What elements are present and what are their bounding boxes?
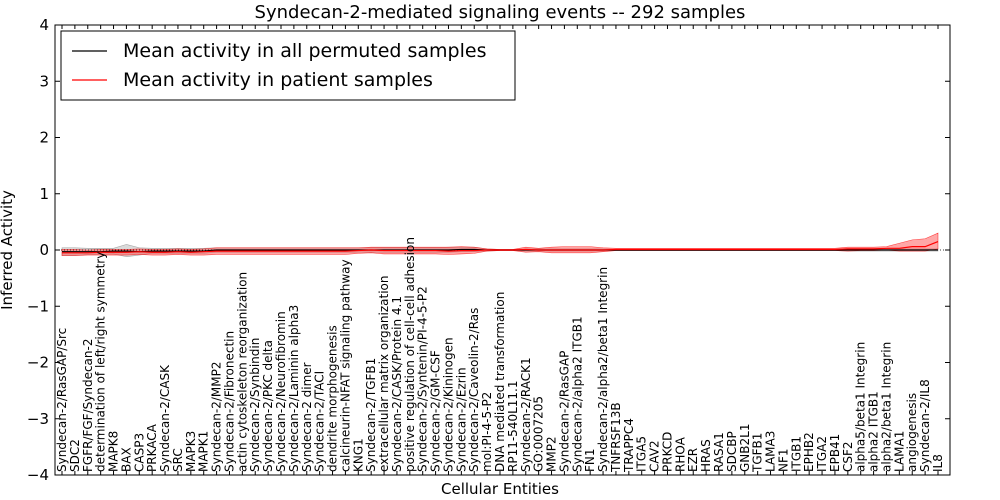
x-tick-label: Syndecan-2/Fibronectin <box>222 331 236 472</box>
x-tick-label: NF1 <box>776 448 790 472</box>
x-tick-label: KNG1 <box>351 438 365 472</box>
x-tick-label: MMP2 <box>545 436 559 472</box>
plot-frame <box>54 24 951 476</box>
y-tick-label: 0 <box>39 241 49 259</box>
x-tick-label: EPHB2 <box>802 432 816 472</box>
x-tick-label: Syndecan-2/alpha2 ITGB1 <box>570 316 584 472</box>
x-tick-label: Syndecan-2/RasGAP <box>557 351 571 472</box>
x-tick-label: alpha2/beta1 Integrin <box>879 342 893 472</box>
x-tick-label: Syndecan-2/Ezrin <box>454 367 468 472</box>
x-tick-label: PRKACA <box>145 423 159 472</box>
x-tick-label: SRC <box>171 448 185 472</box>
x-tick-label: Syndecan-2/Kininogen <box>441 337 455 472</box>
x-tick-label: TRAPPC4 <box>622 418 636 473</box>
x-axis-label: Cellular Entities <box>441 480 559 498</box>
x-tick-label: EZR <box>686 448 700 472</box>
x-tick-label: MAPK3 <box>184 431 198 472</box>
x-tick-label: BAX <box>119 447 133 472</box>
y-tick-label: −4 <box>27 466 49 484</box>
x-tick-label: positive regulation of cell-cell adhesio… <box>403 237 417 472</box>
x-tick-label: LAMA3 <box>764 431 778 472</box>
x-tick-label: Syndecan-2/GM-CSF <box>429 350 443 472</box>
x-tick-label: extracellular matrix organization <box>377 276 391 473</box>
x-tick-label: alpha5/beta1 Integrin <box>854 342 868 472</box>
y-axis-ticks: −4 −3 −2 −1 0 1 2 3 4 <box>27 16 950 484</box>
x-tick-label: IL8 <box>931 454 945 472</box>
series-lines <box>55 241 950 254</box>
y-tick-label: 1 <box>39 185 49 203</box>
series-line-patient <box>62 241 939 254</box>
x-tick-label: Syndecan-2/MMP2 <box>210 362 224 472</box>
x-tick-label: SDCBP <box>725 431 739 472</box>
y-tick-label: 2 <box>39 129 49 147</box>
x-tick-label: CSF2 <box>841 441 855 472</box>
x-tick-label: RP11-540L11.1 <box>506 381 520 472</box>
x-tick-label: SDC2 <box>68 439 82 472</box>
x-tick-label: MAPK8 <box>107 431 121 472</box>
x-tick-label: dendrite morphogenesis <box>326 325 340 472</box>
legend-box <box>60 30 516 101</box>
x-axis-ticks: Syndecan-2/RasGAP/SrcSDC2FGFR/FGF/Syndec… <box>55 25 945 475</box>
x-tick-label: HRAS <box>699 439 713 472</box>
x-tick-label: actin cytoskeleton reorganization <box>235 272 249 472</box>
x-tick-label: Syndecan-2/CASK <box>158 364 172 472</box>
x-tick-label: GNB2L1 <box>738 424 752 472</box>
x-tick-label: LAMA1 <box>892 431 906 472</box>
x-tick-label: Syndecan-2/alpha2/beta1 Integrin <box>596 267 610 472</box>
y-tick-label: 4 <box>39 16 49 34</box>
x-tick-label: Syndecan-2/IL8 <box>918 379 932 472</box>
y-tick-label: −2 <box>27 354 49 372</box>
x-tick-label: ITGA5 <box>635 436 649 472</box>
x-tick-label: DNA mediated transformation <box>493 292 507 472</box>
x-tick-label: Syndecan-2/Syntenin/PI-4-5-P2 <box>416 286 430 472</box>
x-tick-label: Syndecan-2/Caveolin-2/Ras <box>467 308 481 472</box>
x-tick-label: mol:PI-4-5-P2 <box>480 392 494 472</box>
x-tick-label: determination of left/right symmetry <box>94 252 108 472</box>
x-tick-label: Syndecan-2/TACI <box>313 371 327 472</box>
chart-title: Syndecan-2-mediated signaling events -- … <box>255 2 746 23</box>
x-tick-label: Syndecan-2/RasGAP/Src <box>55 328 69 472</box>
x-tick-label: FGFR/FGF/Syndecan-2 <box>81 339 95 472</box>
x-tick-label: Syndecan-2/CASK/Protein 4.1 <box>390 296 404 472</box>
x-tick-label: Syndecan-2/Neurofibromin <box>274 311 288 472</box>
y-tick-label: 3 <box>39 72 49 90</box>
x-tick-label: Syndecan-2/TGFB1 <box>364 358 378 472</box>
x-tick-label: PRKCD <box>660 432 674 472</box>
y-axis-label: Inferred Activity <box>0 190 16 310</box>
x-tick-label: RHOA <box>673 436 687 472</box>
y-tick-label: −3 <box>27 410 49 428</box>
y-tick-label: −1 <box>27 297 49 315</box>
legend-label-patient: Mean activity in patient samples <box>123 69 433 91</box>
x-tick-label: ITGB1 <box>789 436 803 472</box>
x-tick-label: CASP3 <box>132 433 146 472</box>
x-tick-label: angiogenesis <box>905 393 919 472</box>
x-tick-label: alpha2 ITGB1 <box>867 391 881 472</box>
x-tick-label: Syndecan-2/Laminin alpha3 <box>287 305 301 472</box>
legend: Mean activity in all permuted samples Me… <box>60 30 516 101</box>
x-tick-label: RASA1 <box>712 432 726 472</box>
x-tick-label: EPB41 <box>828 434 842 472</box>
x-tick-label: TGFB1 <box>751 433 765 473</box>
legend-label-permuted: Mean activity in all permuted samples <box>123 40 486 62</box>
x-tick-label: MAPK1 <box>197 431 211 472</box>
x-tick-label: calcineurin-NFAT signaling pathway <box>338 259 352 472</box>
x-tick-label: CAV2 <box>648 440 662 472</box>
x-tick-label: Syndecan-2/Synbindin <box>248 338 262 472</box>
x-tick-label: FN1 <box>583 448 597 472</box>
x-tick-label: ITGA2 <box>815 436 829 472</box>
x-tick-label: Syndecan-2/RACK1 <box>519 357 533 472</box>
x-tick-label: TNFRSF13B <box>609 402 623 473</box>
x-tick-label: GO:0007205 <box>532 396 546 472</box>
x-tick-label: Syndecan-2/PKC delta <box>261 340 275 472</box>
x-tick-label: Syndecan-2 dimer <box>300 362 314 472</box>
